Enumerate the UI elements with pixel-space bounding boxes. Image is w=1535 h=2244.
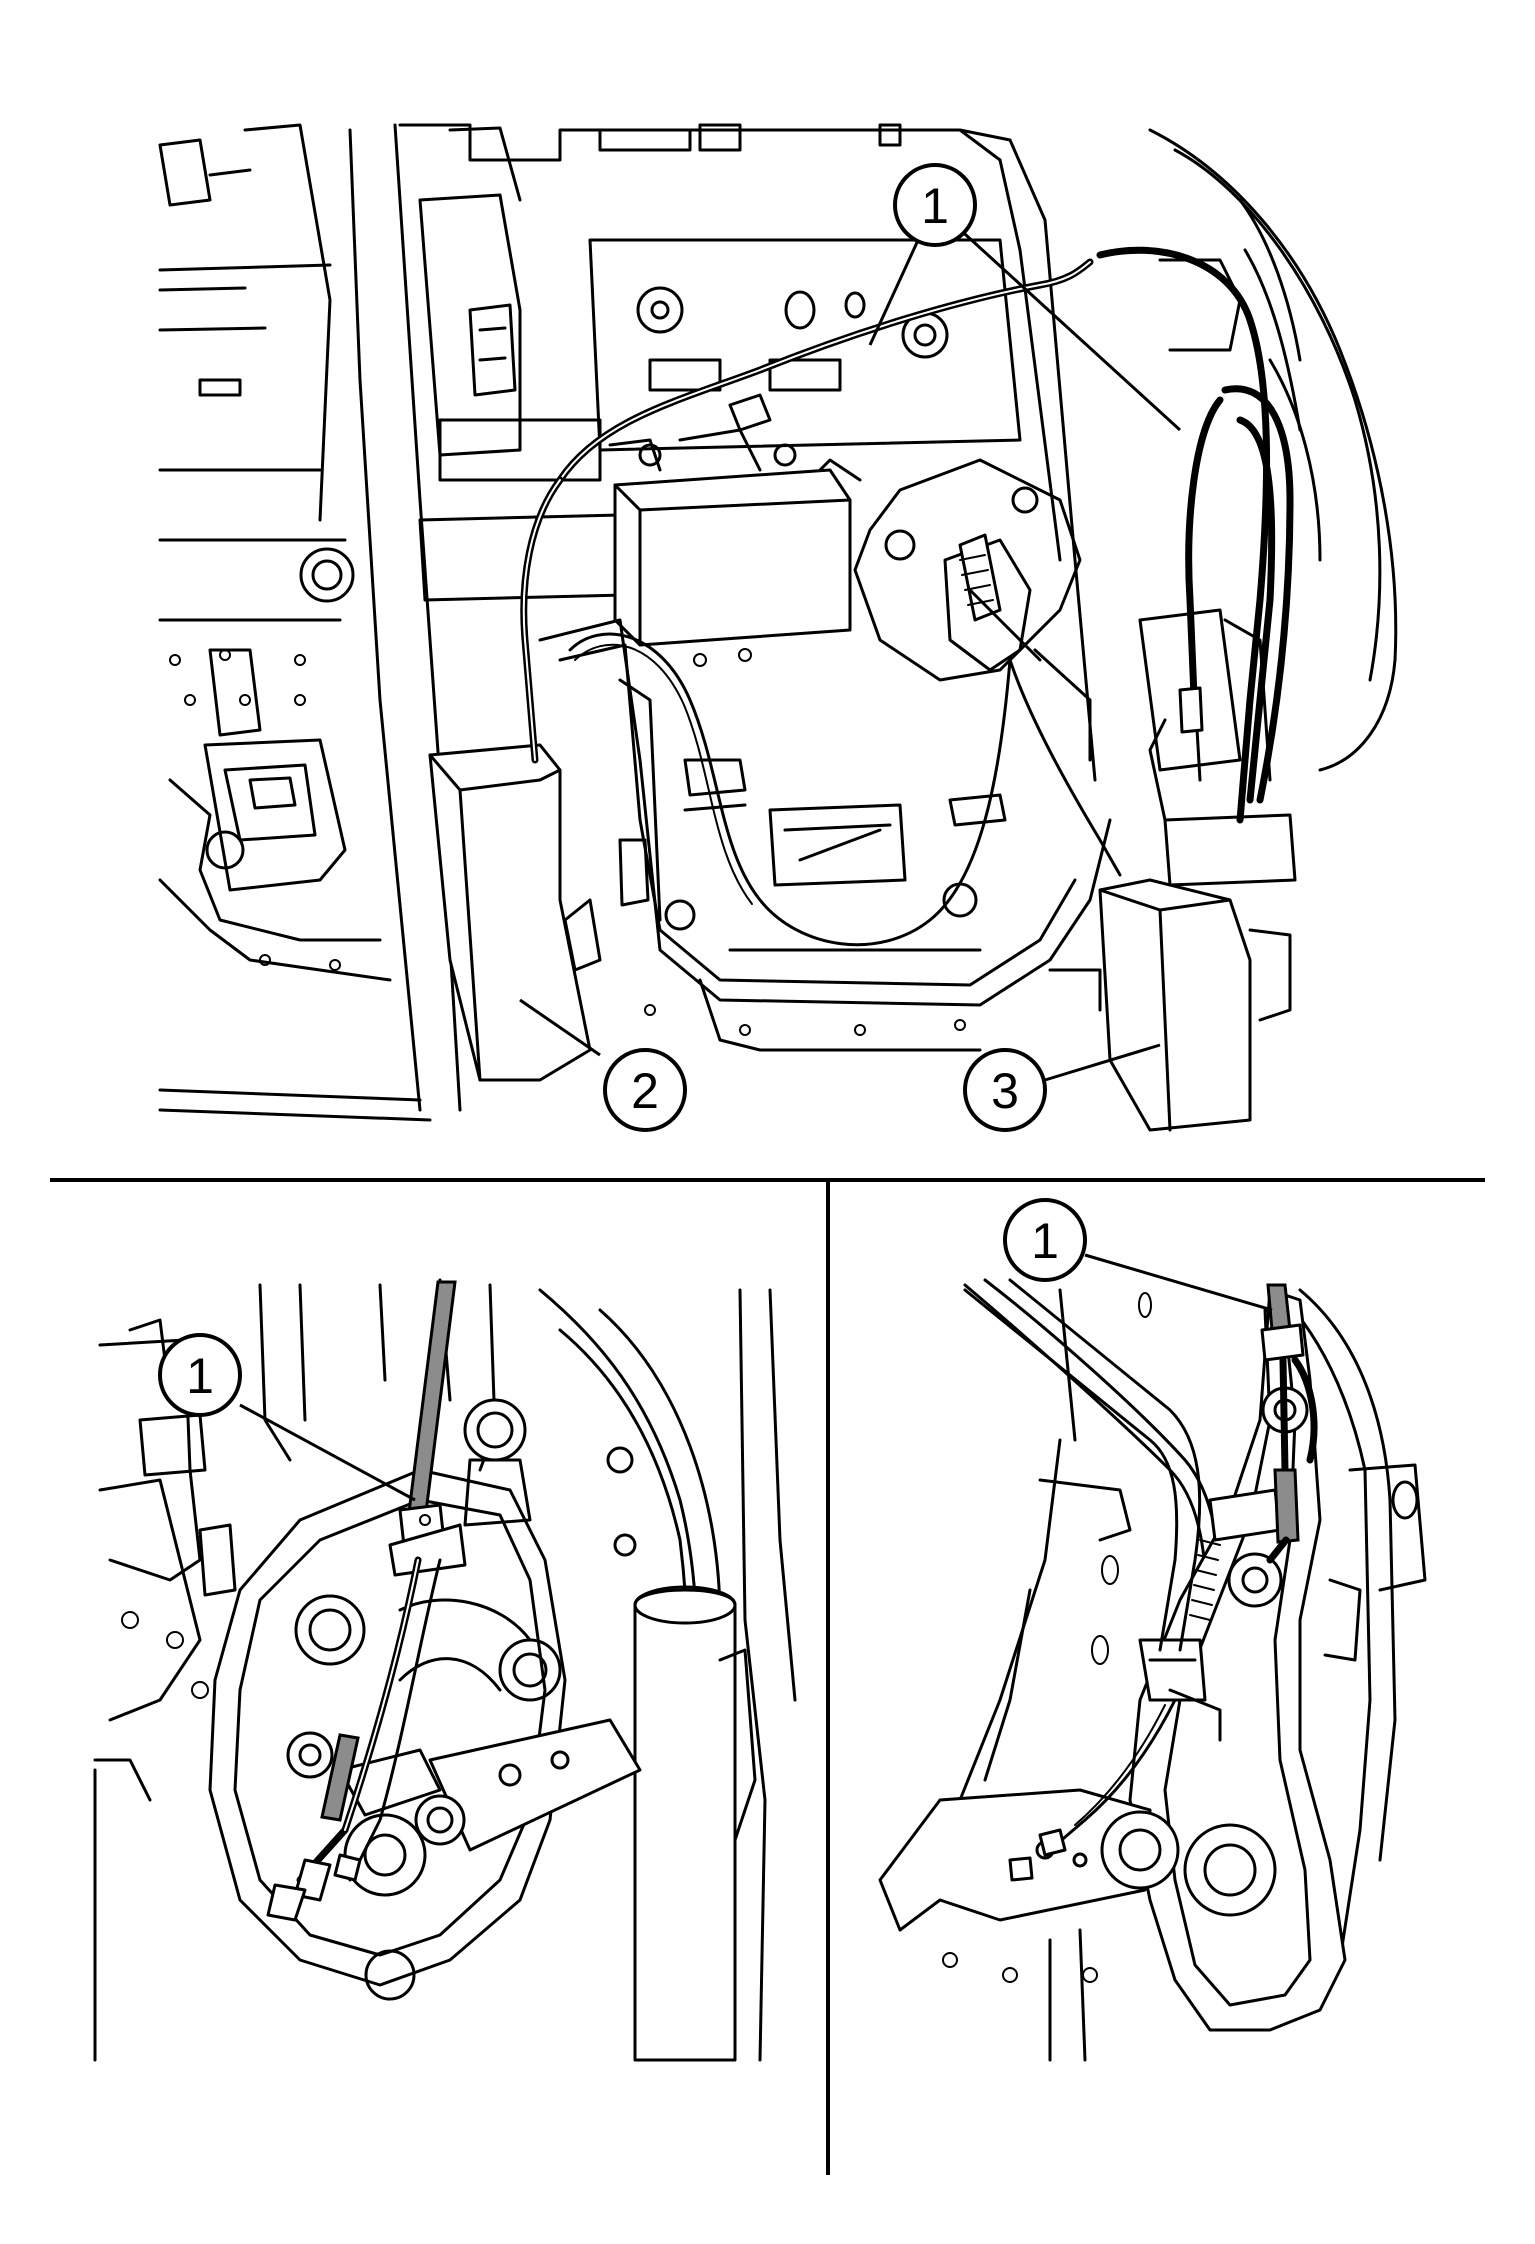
bottom-left-panel: 1 bbox=[93, 1278, 797, 2062]
callout-top-3-label: 3 bbox=[991, 1063, 1019, 1119]
callout-bottom-right-1: 1 bbox=[1003, 1198, 1087, 1282]
leader-top-1a bbox=[868, 224, 927, 346]
leader-bottom-left-1 bbox=[239, 1403, 416, 1502]
callout-top-1: 1 bbox=[893, 163, 977, 247]
callout-bottom-left-1-label: 1 bbox=[186, 1348, 214, 1404]
callout-bottom-right-1-label: 1 bbox=[1031, 1213, 1059, 1269]
bottom-right-panel: 1 bbox=[878, 1198, 1427, 2062]
leader-top-1b bbox=[953, 223, 1182, 432]
callout-top-3: 3 bbox=[963, 1048, 1047, 1132]
leader-top-3 bbox=[1044, 1043, 1161, 1082]
callout-top-1-label: 1 bbox=[921, 178, 949, 234]
callout-top-2-label: 2 bbox=[631, 1063, 659, 1119]
leader-top-2 bbox=[519, 998, 601, 1057]
callout-bottom-left-1: 1 bbox=[158, 1333, 242, 1417]
leader-bottom-right-1 bbox=[1084, 1253, 1273, 1312]
callout-top-2: 2 bbox=[603, 1048, 687, 1132]
top-panel: 1 2 3 bbox=[158, 123, 1398, 1132]
